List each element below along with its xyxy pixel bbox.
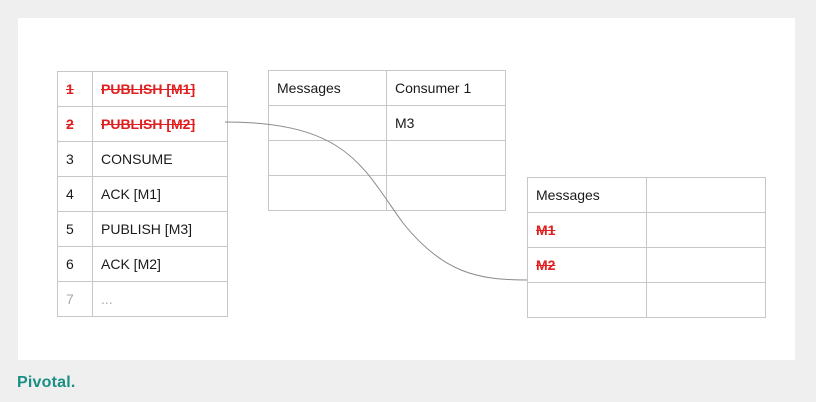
table-row — [268, 175, 506, 211]
operation-log-table: 1 PUBLISH [M1] 2 PUBLISH [M2] 3 CONSUME … — [57, 71, 228, 317]
table-row: 7 ... — [57, 281, 228, 317]
table-cell — [527, 282, 647, 318]
table-row: 3 CONSUME — [57, 141, 228, 177]
operation-text: ACK [M1] — [92, 176, 228, 212]
table-cell: M2 — [527, 247, 647, 283]
logo-text: Pivotal — [17, 374, 71, 391]
column-header-messages: Messages — [527, 177, 647, 213]
column-header-empty — [646, 177, 766, 213]
operation-text: PUBLISH [M2] — [92, 106, 228, 142]
table-row: M1 — [527, 212, 766, 248]
table-header-row: Messages Consumer 1 — [268, 70, 506, 106]
column-header-messages: Messages — [268, 70, 387, 106]
table-row: M2 — [527, 247, 766, 283]
row-number: 1 — [57, 71, 93, 107]
table-cell — [268, 105, 387, 141]
logo-dot: . — [70, 374, 76, 391]
consumer-queue-table: Messages Consumer 1 M3 — [268, 70, 506, 211]
table-row: 2 PUBLISH [M2] — [57, 106, 228, 142]
table-cell — [268, 140, 387, 176]
operation-text: CONSUME — [92, 141, 228, 177]
table-cell: M3 — [386, 105, 506, 141]
table-cell — [386, 175, 506, 211]
table-row: 1 PUBLISH [M1] — [57, 71, 228, 107]
operation-text: ... — [92, 281, 228, 317]
operation-text: PUBLISH [M3] — [92, 211, 228, 247]
table-cell — [646, 212, 766, 248]
slide-canvas: 1 PUBLISH [M1] 2 PUBLISH [M2] 3 CONSUME … — [18, 18, 795, 360]
table-cell — [646, 247, 766, 283]
row-number: 4 — [57, 176, 93, 212]
row-number: 2 — [57, 106, 93, 142]
table-cell: M1 — [527, 212, 647, 248]
row-number: 7 — [57, 281, 93, 317]
table-cell — [646, 282, 766, 318]
table-row: 4 ACK [M1] — [57, 176, 228, 212]
operation-text: PUBLISH [M1] — [92, 71, 228, 107]
table-row: 6 ACK [M2] — [57, 246, 228, 282]
row-number: 3 — [57, 141, 93, 177]
table-header-row: Messages — [527, 177, 766, 213]
table-row: M3 — [268, 105, 506, 141]
operation-text: ACK [M2] — [92, 246, 228, 282]
table-cell — [268, 175, 387, 211]
row-number: 6 — [57, 246, 93, 282]
pivotal-logo: Pivotal. — [17, 374, 76, 392]
acked-messages-table: Messages M1 M2 — [527, 177, 766, 318]
table-row: 5 PUBLISH [M3] — [57, 211, 228, 247]
table-cell — [386, 140, 506, 176]
row-number: 5 — [57, 211, 93, 247]
column-header-consumer: Consumer 1 — [386, 70, 506, 106]
table-row — [527, 282, 766, 318]
table-row — [268, 140, 506, 176]
